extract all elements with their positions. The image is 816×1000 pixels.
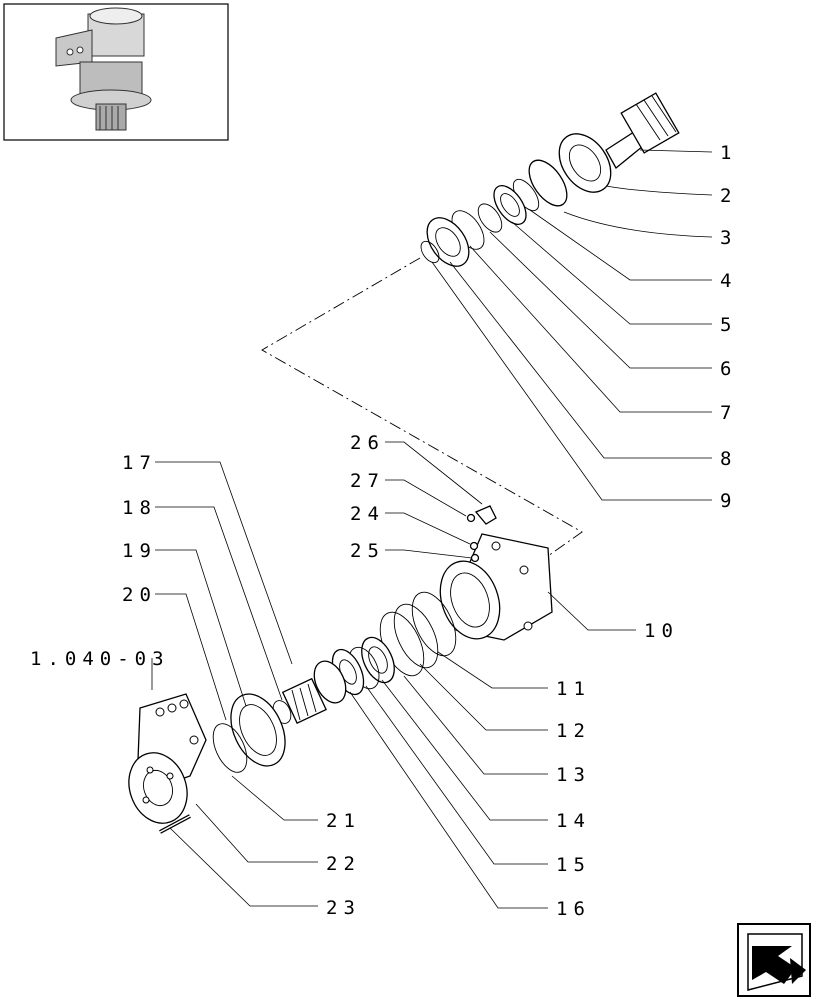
seal-part-20 bbox=[212, 723, 248, 773]
housing-part-10 bbox=[439, 533, 553, 641]
washer-part-6 bbox=[477, 203, 503, 233]
drive-shaft-pinion bbox=[605, 92, 680, 169]
callout-9: 9 bbox=[720, 490, 737, 512]
disc-part-14 bbox=[361, 636, 395, 684]
fitting-part-26 bbox=[474, 505, 497, 525]
callout-23: 23 bbox=[326, 897, 361, 919]
callout-17: 17 bbox=[122, 452, 157, 474]
callout-1: 1 bbox=[720, 142, 737, 164]
assembly-thumbnail-icon bbox=[3, 3, 229, 141]
screw-part-27 bbox=[466, 513, 476, 523]
callout-26: 26 bbox=[350, 432, 385, 454]
callout-13: 13 bbox=[556, 764, 591, 786]
callout-10: 10 bbox=[644, 620, 679, 642]
callout-24: 24 bbox=[350, 503, 385, 525]
bearing-part-8 bbox=[426, 217, 470, 267]
nut-part-25 bbox=[470, 553, 480, 563]
ring-part-11 bbox=[411, 591, 457, 657]
callout-8: 8 bbox=[720, 448, 737, 470]
ring-part-3 bbox=[528, 159, 568, 207]
callout-11: 11 bbox=[556, 678, 591, 700]
washer-part-24 bbox=[469, 541, 479, 551]
end-cover-part-22 bbox=[128, 752, 188, 824]
callout-20: 20 bbox=[122, 584, 157, 606]
callout-ref-1040-03: 1.040-03 bbox=[30, 648, 170, 670]
ring-part-12 bbox=[393, 603, 439, 669]
bearing-part-2 bbox=[558, 133, 612, 193]
bolt-part-23 bbox=[159, 814, 191, 834]
callout-12: 12 bbox=[556, 720, 591, 742]
callout-16: 16 bbox=[556, 898, 591, 920]
callout-14: 14 bbox=[556, 810, 591, 832]
callout-5: 5 bbox=[720, 314, 737, 336]
leader-lines bbox=[151, 149, 713, 909]
gear-part-17 bbox=[281, 660, 347, 724]
seal-part-5 bbox=[493, 185, 527, 225]
callout-7: 7 bbox=[720, 402, 737, 424]
ring-gear-part-19 bbox=[230, 693, 286, 767]
callout-18: 18 bbox=[122, 497, 157, 519]
next-page-arrow-icon[interactable] bbox=[737, 923, 811, 997]
callout-21: 21 bbox=[326, 810, 361, 832]
callout-3: 3 bbox=[720, 227, 737, 249]
callout-25: 25 bbox=[350, 540, 385, 562]
assembly-axis-line bbox=[261, 257, 583, 557]
callout-6: 6 bbox=[720, 358, 737, 380]
callout-4: 4 bbox=[720, 270, 737, 292]
callout-labels: 1 2 3 4 5 6 7 8 9 10 11 12 13 14 15 16 1… bbox=[30, 142, 737, 920]
callout-27: 27 bbox=[350, 470, 385, 492]
snap-ring-part-9 bbox=[420, 240, 440, 264]
callout-22: 22 bbox=[326, 853, 361, 875]
callout-2: 2 bbox=[720, 185, 737, 207]
callout-15: 15 bbox=[556, 854, 591, 876]
callout-19: 19 bbox=[122, 540, 157, 562]
